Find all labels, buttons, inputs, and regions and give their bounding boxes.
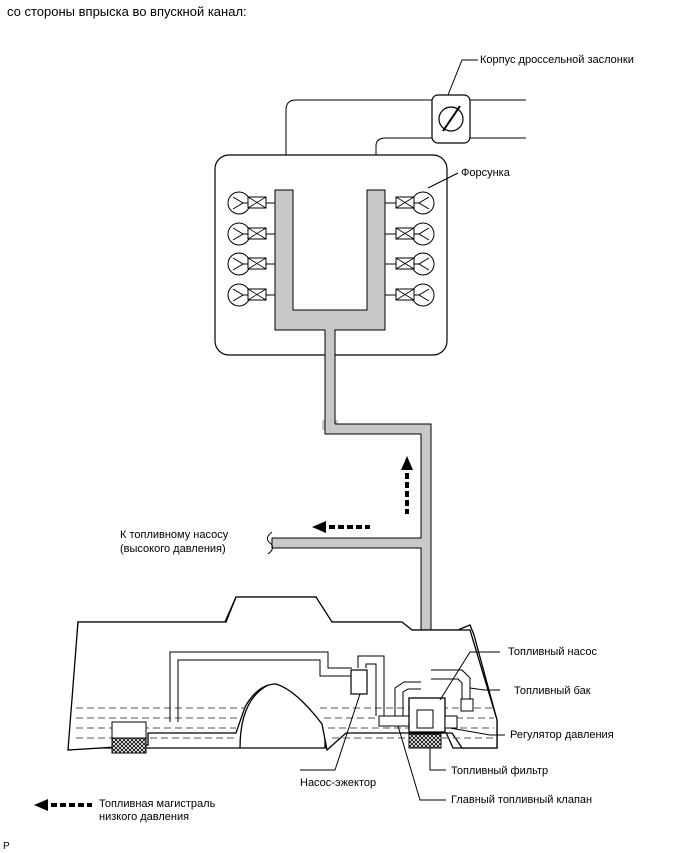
low-pressure-fuel-line [271,423,432,701]
injector-leader-line [427,172,459,189]
injector-icon [227,252,275,276]
footer-code: P [3,841,10,852]
crosshatch-filter-icon [111,737,147,754]
legend-label-1: Топливная магистраль [99,798,216,810]
injector-icon [385,222,435,246]
label-injector: Форсунка [461,167,510,179]
fuel-pump-module [378,669,474,733]
right-injector-bank [385,191,435,307]
label-to-hp-pump-1: К топливному насосу [120,529,229,541]
injector-icon [227,283,275,307]
page-caption: со стороны впрыска во впускной канал: [7,4,247,19]
label-jet-pump: Насос-эжектор [300,777,377,789]
label-to-hp-pump-2: (высокого давления) [120,543,226,555]
label-fuel-pump: Топливный насос [508,646,597,658]
injector-icon [385,191,435,215]
injector-icon [385,252,435,276]
leader-lines [300,651,505,801]
injector-icon [227,222,275,246]
throttle-leader-line [447,59,478,96]
crosshatch-filter-icon [408,733,442,749]
label-throttle-body: Корпус дроссельной заслонки [480,54,634,66]
suction-box [111,721,147,739]
label-main-fuel-valve: Главный топливный клапан [451,794,593,806]
label-fuel-tank: Топливный бак [514,685,591,697]
throttle-valve-icon [431,94,471,144]
intake-ducts [285,99,526,155]
injector-icon [385,283,435,307]
jet-pump-line [169,651,385,722]
fuel-tank-outline [67,596,498,752]
fuel-rail [274,189,386,426]
legend-label-2: низкого давления [99,811,190,823]
dashed-arrow-icon [401,456,413,514]
left-injector-bank [227,191,275,307]
injector-icon [227,191,275,215]
jet-pump-icon [350,669,368,695]
dashed-arrow-icon [34,799,92,811]
dashed-arrow-icon [312,521,370,533]
label-fuel-filter: Топливный фильтр [451,765,549,777]
label-pressure-regulator: Регулятор давления [510,729,614,741]
line-break-symbol [266,531,274,555]
